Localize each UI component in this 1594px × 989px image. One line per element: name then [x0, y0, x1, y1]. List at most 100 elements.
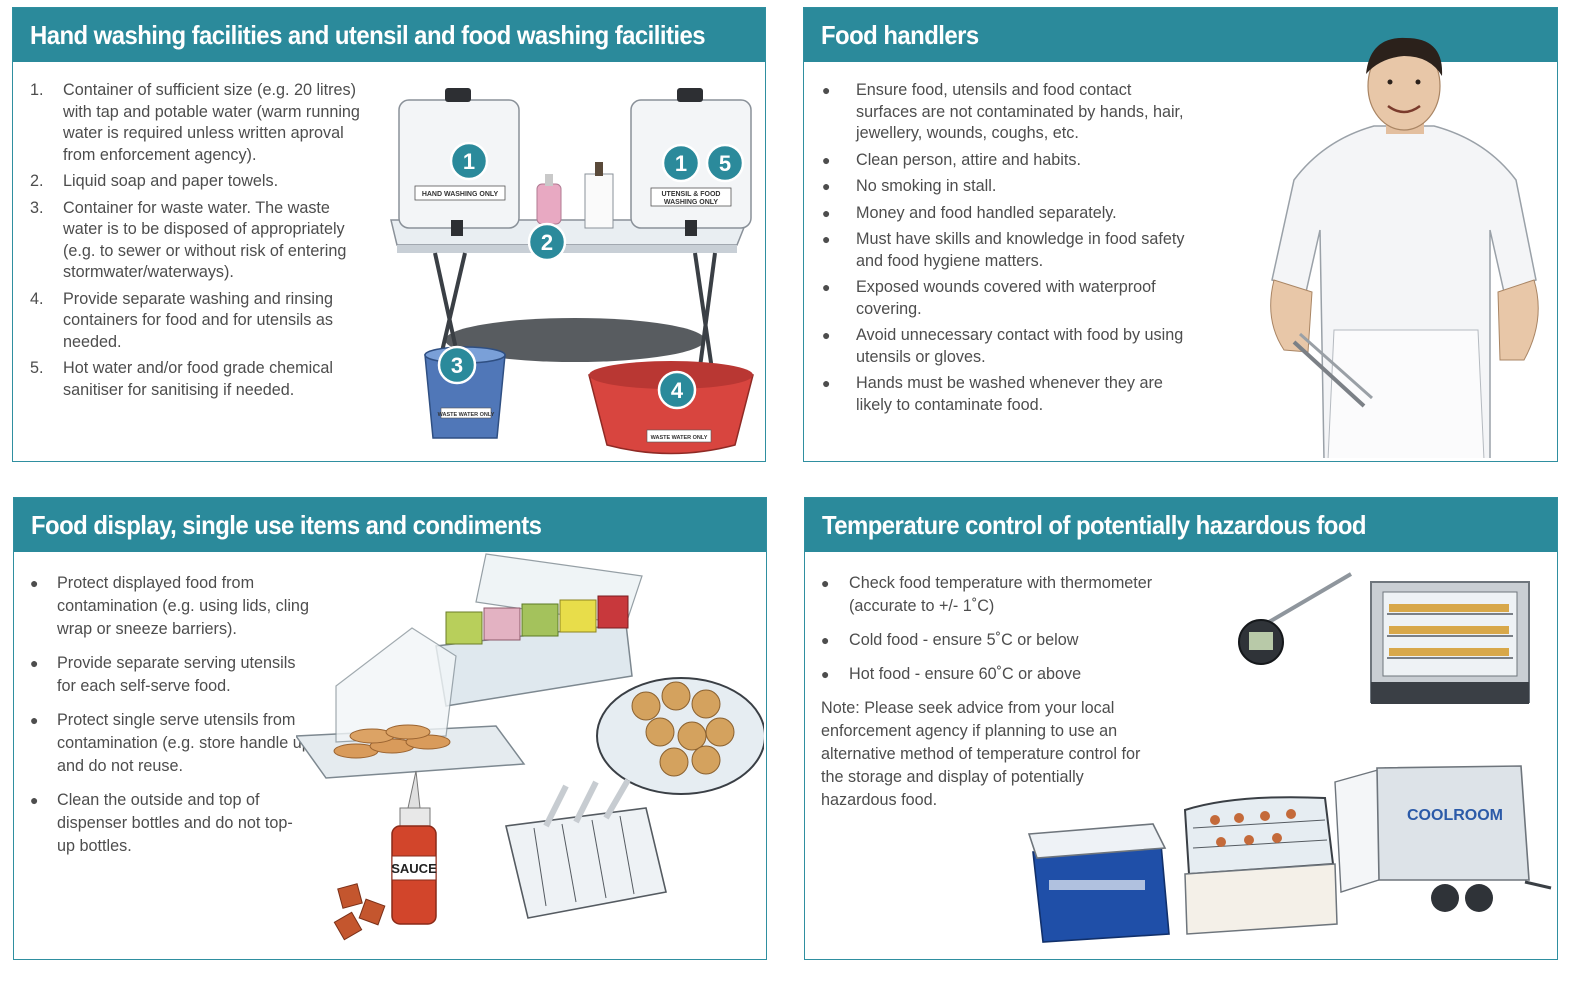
hot-cabinet-icon: [1370, 581, 1530, 704]
temperature-illustration: COOLROOM: [1027, 572, 1552, 943]
bullet-icon: ●: [822, 279, 831, 295]
bullet-icon: ●: [822, 82, 831, 98]
bullet-list: ● Check food temperature with thermomete…: [821, 572, 1161, 812]
list-item: 4. Provide separate washing and rinsing …: [30, 289, 360, 354]
numbered-list: 1. Container of sufficient size (e.g. 20…: [30, 80, 380, 401]
item-text: Hands must be washed whenever they are l…: [856, 374, 1163, 414]
item-text: No smoking in stall.: [856, 177, 997, 195]
bullet-icon: ●: [30, 792, 39, 808]
item-text: Hot food - ensure 60˚C or above: [849, 665, 1082, 683]
thermometer-icon: [1238, 572, 1353, 665]
sachet-icon: [333, 883, 386, 941]
panel-header: Temperature control of potentially hazar…: [805, 498, 1557, 552]
condiment-tray-icon: [435, 553, 643, 707]
display-fridge-icon: [1183, 796, 1338, 935]
panel-header: Hand washing facilities and utensil and …: [13, 8, 765, 62]
item-number: 1.: [30, 81, 44, 99]
item-number: 5.: [30, 359, 44, 377]
item-text: Protect displayed food from contaminatio…: [57, 574, 309, 638]
list-item: ● Must have skills and knowledge in food…: [822, 229, 1190, 272]
list-item: ● Clean the outside and top of dispenser…: [30, 789, 300, 858]
item-text: Exposed wounds covered with waterproof c…: [856, 278, 1156, 318]
list-item: ● Money and food handled separately.: [822, 203, 1190, 225]
list-item: ● Exposed wounds covered with waterproof…: [822, 277, 1172, 320]
item-text: Must have skills and knowledge in food s…: [856, 230, 1185, 270]
tub-label: WASTE WATER ONLY: [651, 435, 708, 441]
item-number: 4.: [30, 289, 44, 308]
badge-1-left: 1: [449, 141, 489, 181]
bucket-label: WASTE WATER ONLY: [438, 412, 495, 418]
item-text: Clean the outside and top of dispenser b…: [57, 791, 293, 855]
esky-icon: [1027, 823, 1170, 943]
item-text: Clean person, attire and habits.: [856, 150, 1081, 169]
badge-number: 1: [675, 151, 687, 176]
badge-1-right: 1: [661, 143, 701, 183]
food-dome-icon: [296, 627, 526, 779]
bullet-icon: ●: [821, 575, 830, 591]
panel-title: Temperature control of potentially hazar…: [822, 510, 1367, 540]
list-item: ● Cold food - ensure 5˚C or below: [821, 629, 1161, 652]
food-display-illustration: SAUCE: [296, 553, 764, 941]
item-number: 2.: [30, 172, 44, 190]
tank-label: HAND WASHING ONLY: [422, 191, 499, 198]
badge-number: 1: [463, 149, 475, 174]
list-item: 1. Container of sufficient size (e.g. 20…: [30, 80, 380, 166]
coolroom-trailer-icon: COOLROOM: [1334, 765, 1552, 912]
badge-number: 4: [671, 378, 684, 403]
bullet-icon: ●: [30, 655, 39, 671]
item-number: 3.: [30, 198, 44, 217]
badge-2: 2: [527, 222, 567, 262]
bullet-icon: ●: [822, 231, 831, 247]
bullet-icon: ●: [822, 375, 831, 391]
badge-number: 5: [719, 151, 731, 176]
tank-label: WASHING ONLY: [664, 199, 719, 206]
bottle-label: SAUCE: [391, 861, 437, 876]
list-item: ● Protect displayed food from contaminat…: [30, 572, 330, 641]
list-item: ● Clean person, attire and habits.: [822, 150, 1190, 172]
utensil-caddy-icon: [505, 778, 667, 919]
water-container-icon: UTENSIL & FOOD WASHING ONLY: [630, 88, 752, 236]
item-text: Ensure food, utensils and food contact s…: [856, 81, 1184, 142]
panel-header: Food display, single use items and condi…: [14, 498, 766, 552]
list-item: ● Provide separate serving utensils for …: [30, 652, 315, 698]
food-handlers-panel: Food handlers ● Ensure food, utensils an…: [803, 7, 1558, 462]
item-text: Hot water and/or food grade chemical san…: [63, 359, 333, 399]
item-text: Check food temperature with thermometer …: [849, 574, 1153, 615]
list-item: ● Ensure food, utensils and food contact…: [822, 80, 1190, 145]
panel-title: Food display, single use items and condi…: [31, 510, 542, 540]
badge-5: 5: [705, 143, 745, 183]
item-text: Avoid unnecessary contact with food by u…: [856, 326, 1184, 366]
list-item: ● Hot food - ensure 60˚C or above: [821, 663, 1161, 686]
item-text: Liquid soap and paper towels.: [63, 172, 279, 190]
list-item: ● Hands must be washed whenever they are…: [822, 373, 1172, 416]
item-text: Provide separate washing and rinsing con…: [63, 289, 333, 351]
bullet-icon: ●: [822, 178, 831, 194]
panel-title: Hand washing facilities and utensil and …: [30, 20, 706, 50]
hand-washing-panel: Hand washing facilities and utensil and …: [12, 7, 766, 462]
soap-dispenser-icon: [536, 174, 562, 225]
list-item: ● Protect single serve utensils from con…: [30, 709, 330, 778]
bullet-icon: ●: [821, 632, 830, 648]
bullet-list: ● Ensure food, utensils and food contact…: [822, 80, 1190, 416]
bullet-list: ● Protect displayed food from contaminat…: [30, 572, 330, 858]
list-item: ● Avoid unnecessary contact with food by…: [822, 325, 1184, 368]
panel-title: Food handlers: [821, 20, 979, 50]
tank-label: UTENSIL & FOOD: [662, 191, 721, 198]
chef-icon: [1270, 37, 1539, 458]
list-item: 5. Hot water and/or food grade chemical …: [30, 358, 360, 401]
note-text: Note: Please seek advice from your local…: [821, 699, 1141, 809]
bullet-icon: ●: [822, 327, 831, 343]
bullet-icon: ●: [30, 712, 39, 728]
badge-4: 4: [657, 370, 697, 410]
item-text: Money and food handled separately.: [856, 203, 1117, 222]
item-text: Cold food - ensure 5˚C or below: [849, 631, 1079, 649]
washing-station-illustration: HAND WASHING ONLY UTENSIL & FOOD WASHING…: [390, 88, 754, 455]
bullet-icon: ●: [30, 575, 39, 591]
item-text: Protect single serve utensils from conta…: [57, 711, 317, 775]
list-item: ● Check food temperature with thermomete…: [821, 572, 1161, 618]
temperature-panel: Temperature control of potentially hazar…: [804, 497, 1558, 960]
list-item: ● No smoking in stall.: [822, 176, 1190, 198]
bullet-icon: ●: [822, 204, 831, 221]
list-item: 2. Liquid soap and paper towels.: [30, 171, 380, 193]
food-dome-icon: [596, 677, 764, 795]
